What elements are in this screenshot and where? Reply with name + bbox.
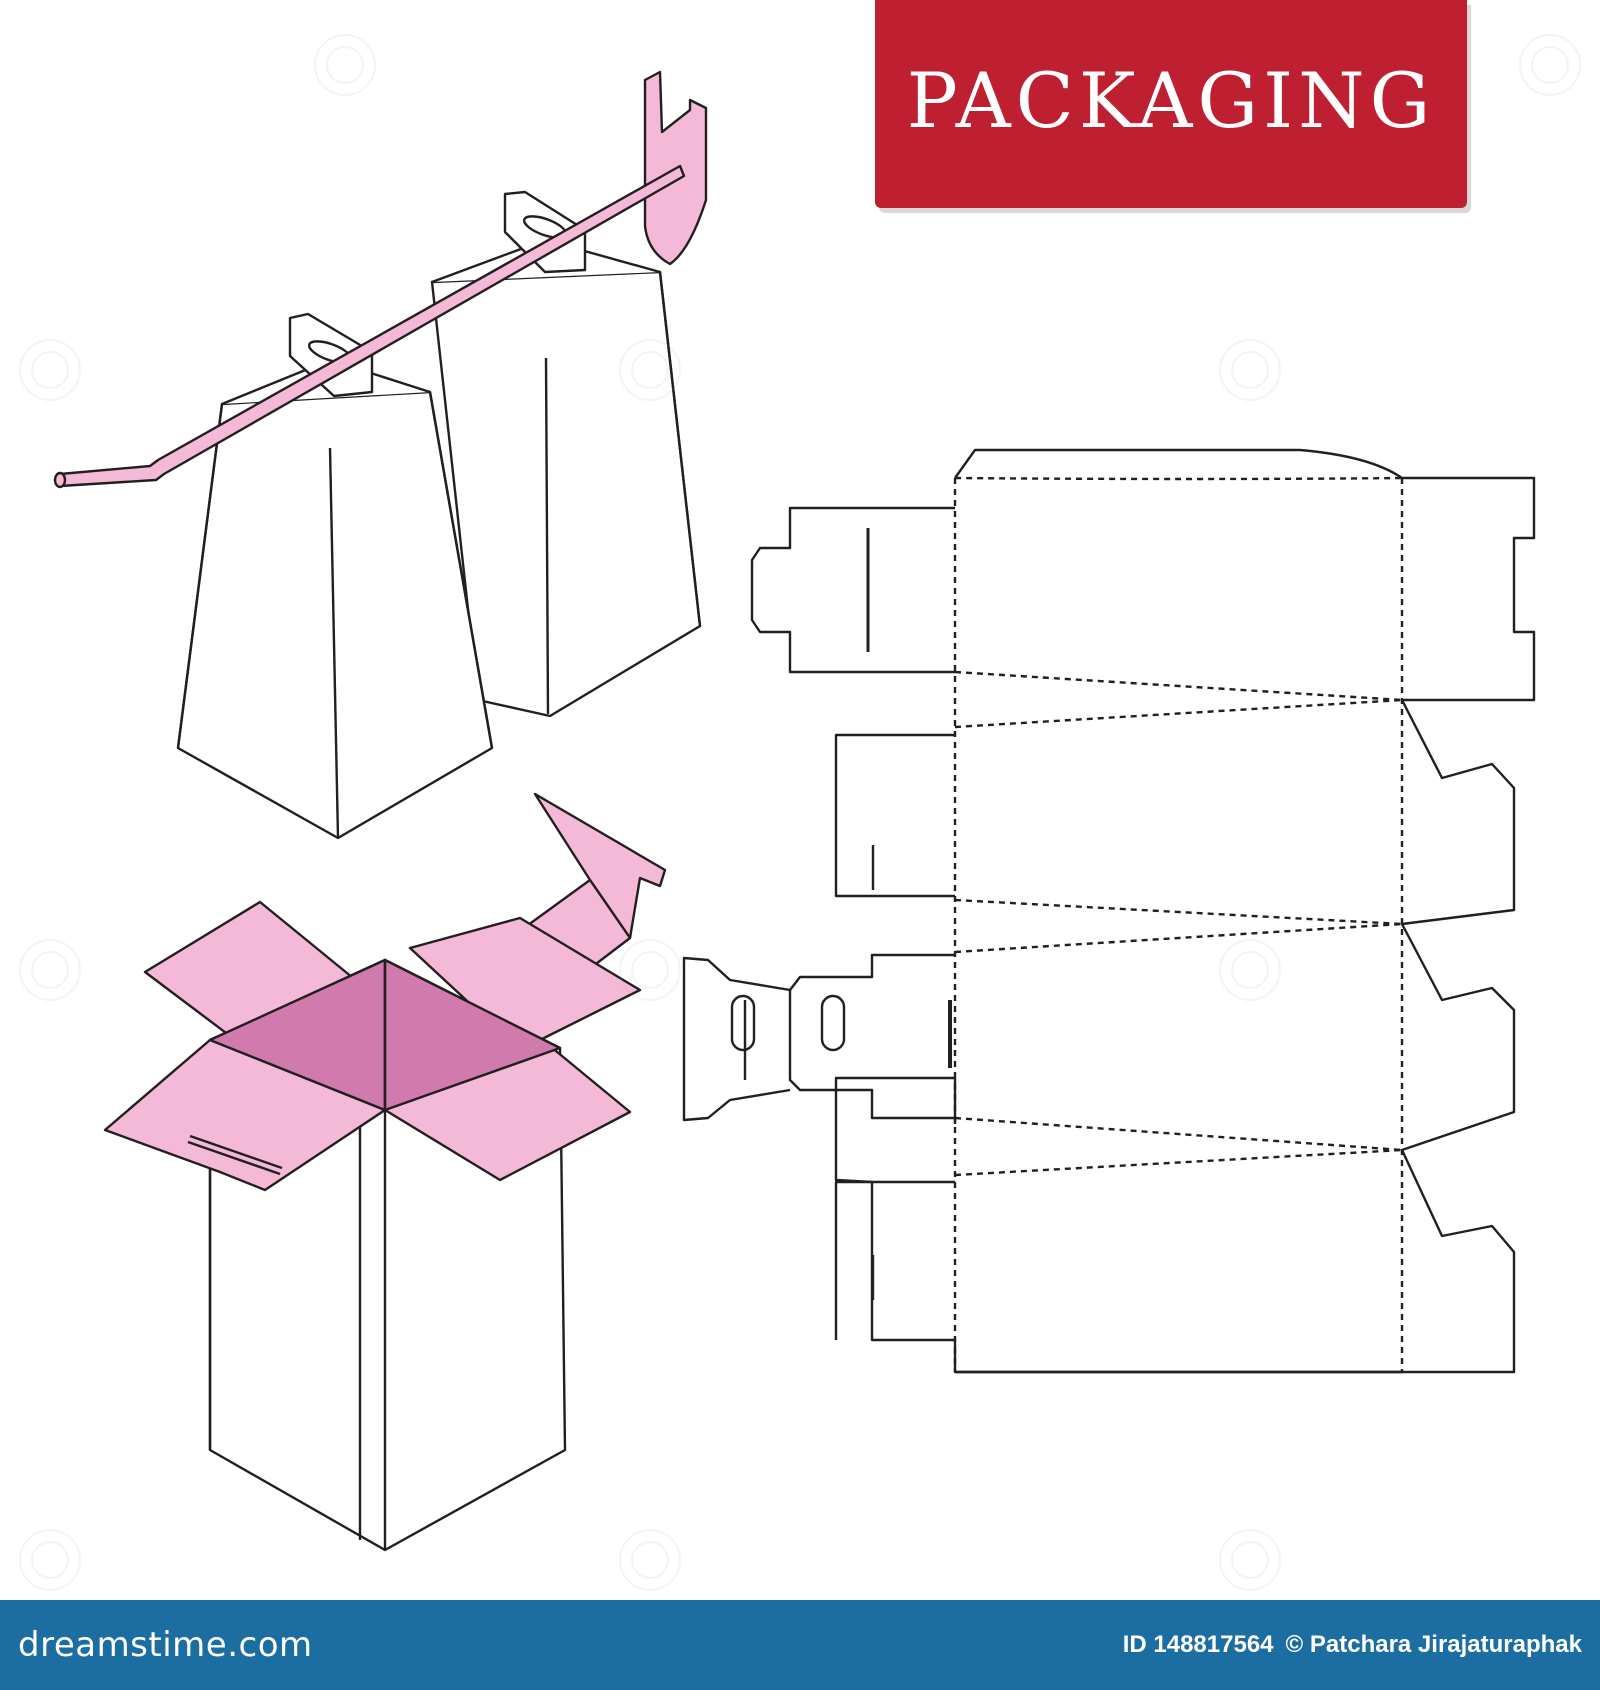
banner-title: PACKAGING — [906, 55, 1436, 145]
footer-brand[interactable]: dreamstime.com — [18, 1625, 313, 1665]
packaging-banner: PACKAGING — [875, 0, 1467, 208]
dieline-flap-second — [834, 733, 955, 898]
image-id: ID 148817564 — [1122, 1631, 1274, 1658]
footer-credit: ID 148817564 © Patchara Jirajaturaphak — [1123, 1631, 1582, 1659]
hanging-boxes-illustration — [53, 70, 708, 840]
author-credit: © Patchara Jirajaturaphak — [1285, 1631, 1582, 1658]
footer-bar: dreamstime.com ID 148817564 © Patchara J… — [0, 1600, 1600, 1690]
dieline-flap-top — [750, 506, 955, 674]
front-left-flap — [103, 1038, 387, 1192]
dieline-hanger-tab — [682, 956, 791, 1122]
open-box-illustration — [103, 792, 667, 1552]
dieline-flap-third — [788, 953, 955, 1120]
dieline-flap-bottom — [834, 1180, 955, 1340]
packaging-diagram — [19, 34, 1581, 1591]
dieline-outline — [834, 448, 1536, 1374]
front-box-body — [176, 390, 494, 840]
peg-rod — [58, 164, 686, 488]
dieline-flat — [682, 448, 1536, 1374]
